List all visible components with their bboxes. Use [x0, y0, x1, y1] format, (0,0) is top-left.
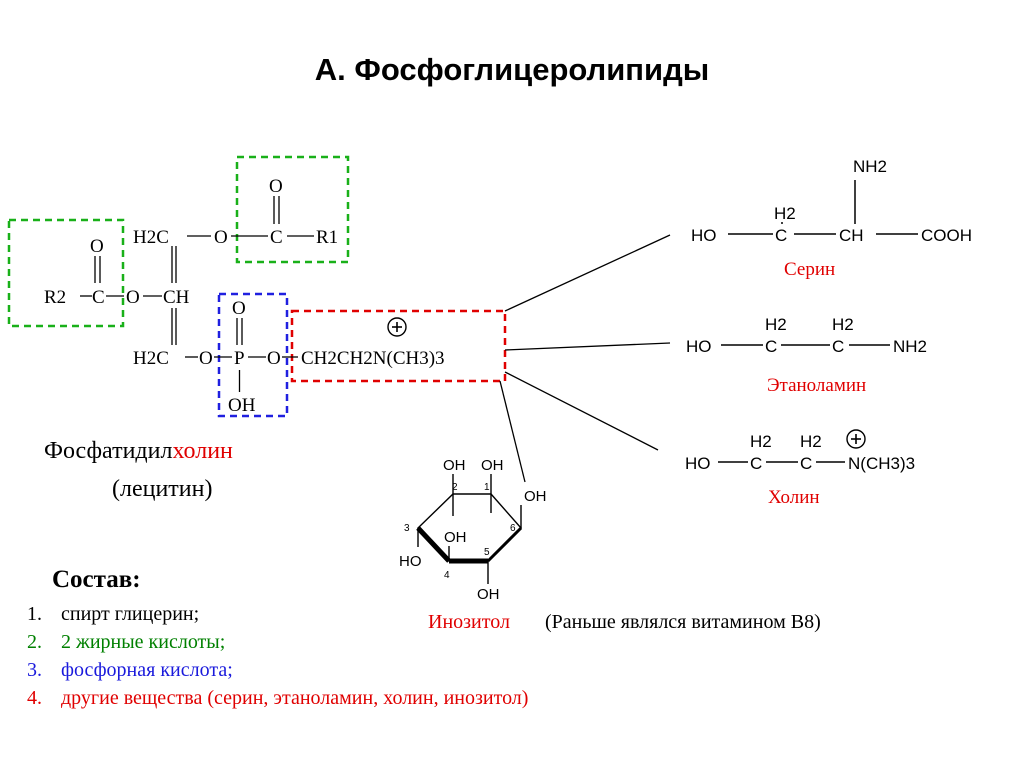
serine-ho: HO — [691, 226, 717, 245]
choline-ho: HO — [685, 454, 711, 473]
ethanolamine-structure: HO H2 H2 C C NH2 Этаноламин — [686, 315, 927, 396]
inositol-oh-5: OH — [477, 586, 500, 603]
composition-item: 4.другие вещества (серин, этаноламин, хо… — [27, 687, 529, 709]
ethanolamine-c1: C — [765, 337, 777, 356]
h2c-bottom-label: H2C — [133, 348, 169, 369]
ethanolamine-label: Этаноламин — [767, 375, 866, 396]
choline-c1: C — [750, 454, 762, 473]
c-left-label: C — [92, 287, 105, 308]
choline-structure: HO H2 H2 C C N(CH3)3 Холин — [685, 429, 915, 508]
choline-h2-b: H2 — [800, 432, 822, 451]
choline-chain-label: CH2CH2N(CH3)3 — [301, 348, 445, 369]
serine-ch: CH — [839, 226, 864, 245]
ethanolamine-ho: HO — [686, 337, 712, 356]
inositol-structure: OH OH OH OH HO OH 1 2 3 4 5 6 — [399, 457, 547, 603]
lecithin-structure: H2C O C O R1 R2 C O O CH H2C O P O OH O … — [7, 155, 507, 418]
composition-heading: Состав: — [52, 566, 141, 593]
r2-label: R2 — [44, 287, 66, 308]
o-dbl-left-label: O — [90, 236, 104, 257]
serine-h2: H2 — [774, 204, 796, 223]
inositol-oh-6: OH — [524, 488, 547, 505]
o-mid-label: O — [126, 287, 140, 308]
ethanolamine-h2-b: H2 — [832, 315, 854, 334]
oh-p-label: OH — [228, 395, 256, 416]
choline-h2-a: H2 — [750, 432, 772, 451]
c-top-label: C — [270, 227, 283, 248]
serine-cooh: COOH — [921, 226, 972, 245]
inositol-num-6: 6 — [510, 523, 516, 534]
r1-label: R1 — [316, 227, 338, 248]
serine-structure: NH2 HO H2 C CH COOH Серин — [691, 157, 972, 280]
inositol-num-1: 1 — [484, 482, 490, 493]
serine-label: Серин — [784, 259, 835, 280]
lecithin-name-line2: (лецитин) — [112, 476, 213, 502]
inositol-num-3: 3 — [404, 523, 410, 534]
inositol-note: (Раньше являлся витамином B8) — [545, 611, 821, 633]
inositol-num-5: 5 — [484, 547, 490, 558]
o-right-p-label: O — [267, 348, 281, 369]
phosphate-box — [217, 292, 289, 418]
choline-charge-icon — [846, 429, 866, 449]
p-label: P — [234, 348, 245, 369]
h2c-top-label: H2C — [133, 227, 169, 248]
choline-box — [290, 309, 507, 383]
inositol-num-4: 4 — [444, 570, 450, 581]
ethanolamine-nh2: NH2 — [893, 337, 927, 356]
ch-mid-label: CH — [163, 287, 190, 308]
choline-c2: C — [800, 454, 812, 473]
ethanolamine-c2: C — [832, 337, 844, 356]
composition-item: 1.спирт глицерин; — [27, 603, 200, 625]
inositol-num-2: 2 — [452, 482, 458, 493]
choline-label: Холин — [768, 487, 820, 508]
ethanolamine-h2-a: H2 — [765, 315, 787, 334]
inositol-label: Инозитол — [428, 611, 510, 633]
serine-c: C — [775, 226, 787, 245]
positive-charge-icon — [387, 317, 407, 337]
serine-nh2: NH2 — [853, 157, 887, 176]
choline-n: N(CH3)3 — [848, 454, 915, 473]
lecithin-name-line1: Фосфатидилхолин — [44, 438, 233, 464]
inositol-oh-4: OH — [444, 529, 467, 546]
o-left-p-label: O — [199, 348, 213, 369]
composition-list: 1.спирт глицерин; 2.2 жирные кислоты; 3.… — [27, 600, 528, 712]
composition-item: 3.фосфорная кислота; — [27, 659, 233, 681]
inositol-ho-3: HO — [399, 553, 422, 570]
o-dbl-p-label: O — [232, 298, 246, 319]
o-dbl-top-label: O — [269, 176, 283, 197]
inositol-oh-2: OH — [443, 457, 466, 474]
page-title: А. Фосфоглицеролипиды — [314, 52, 710, 87]
o-top-label: O — [214, 227, 228, 248]
inositol-oh-1: OH — [481, 457, 504, 474]
composition-item: 2.2 жирные кислоты; — [27, 631, 226, 653]
connector-lines — [499, 234, 671, 483]
fatty-acid-box-2 — [7, 218, 125, 328]
